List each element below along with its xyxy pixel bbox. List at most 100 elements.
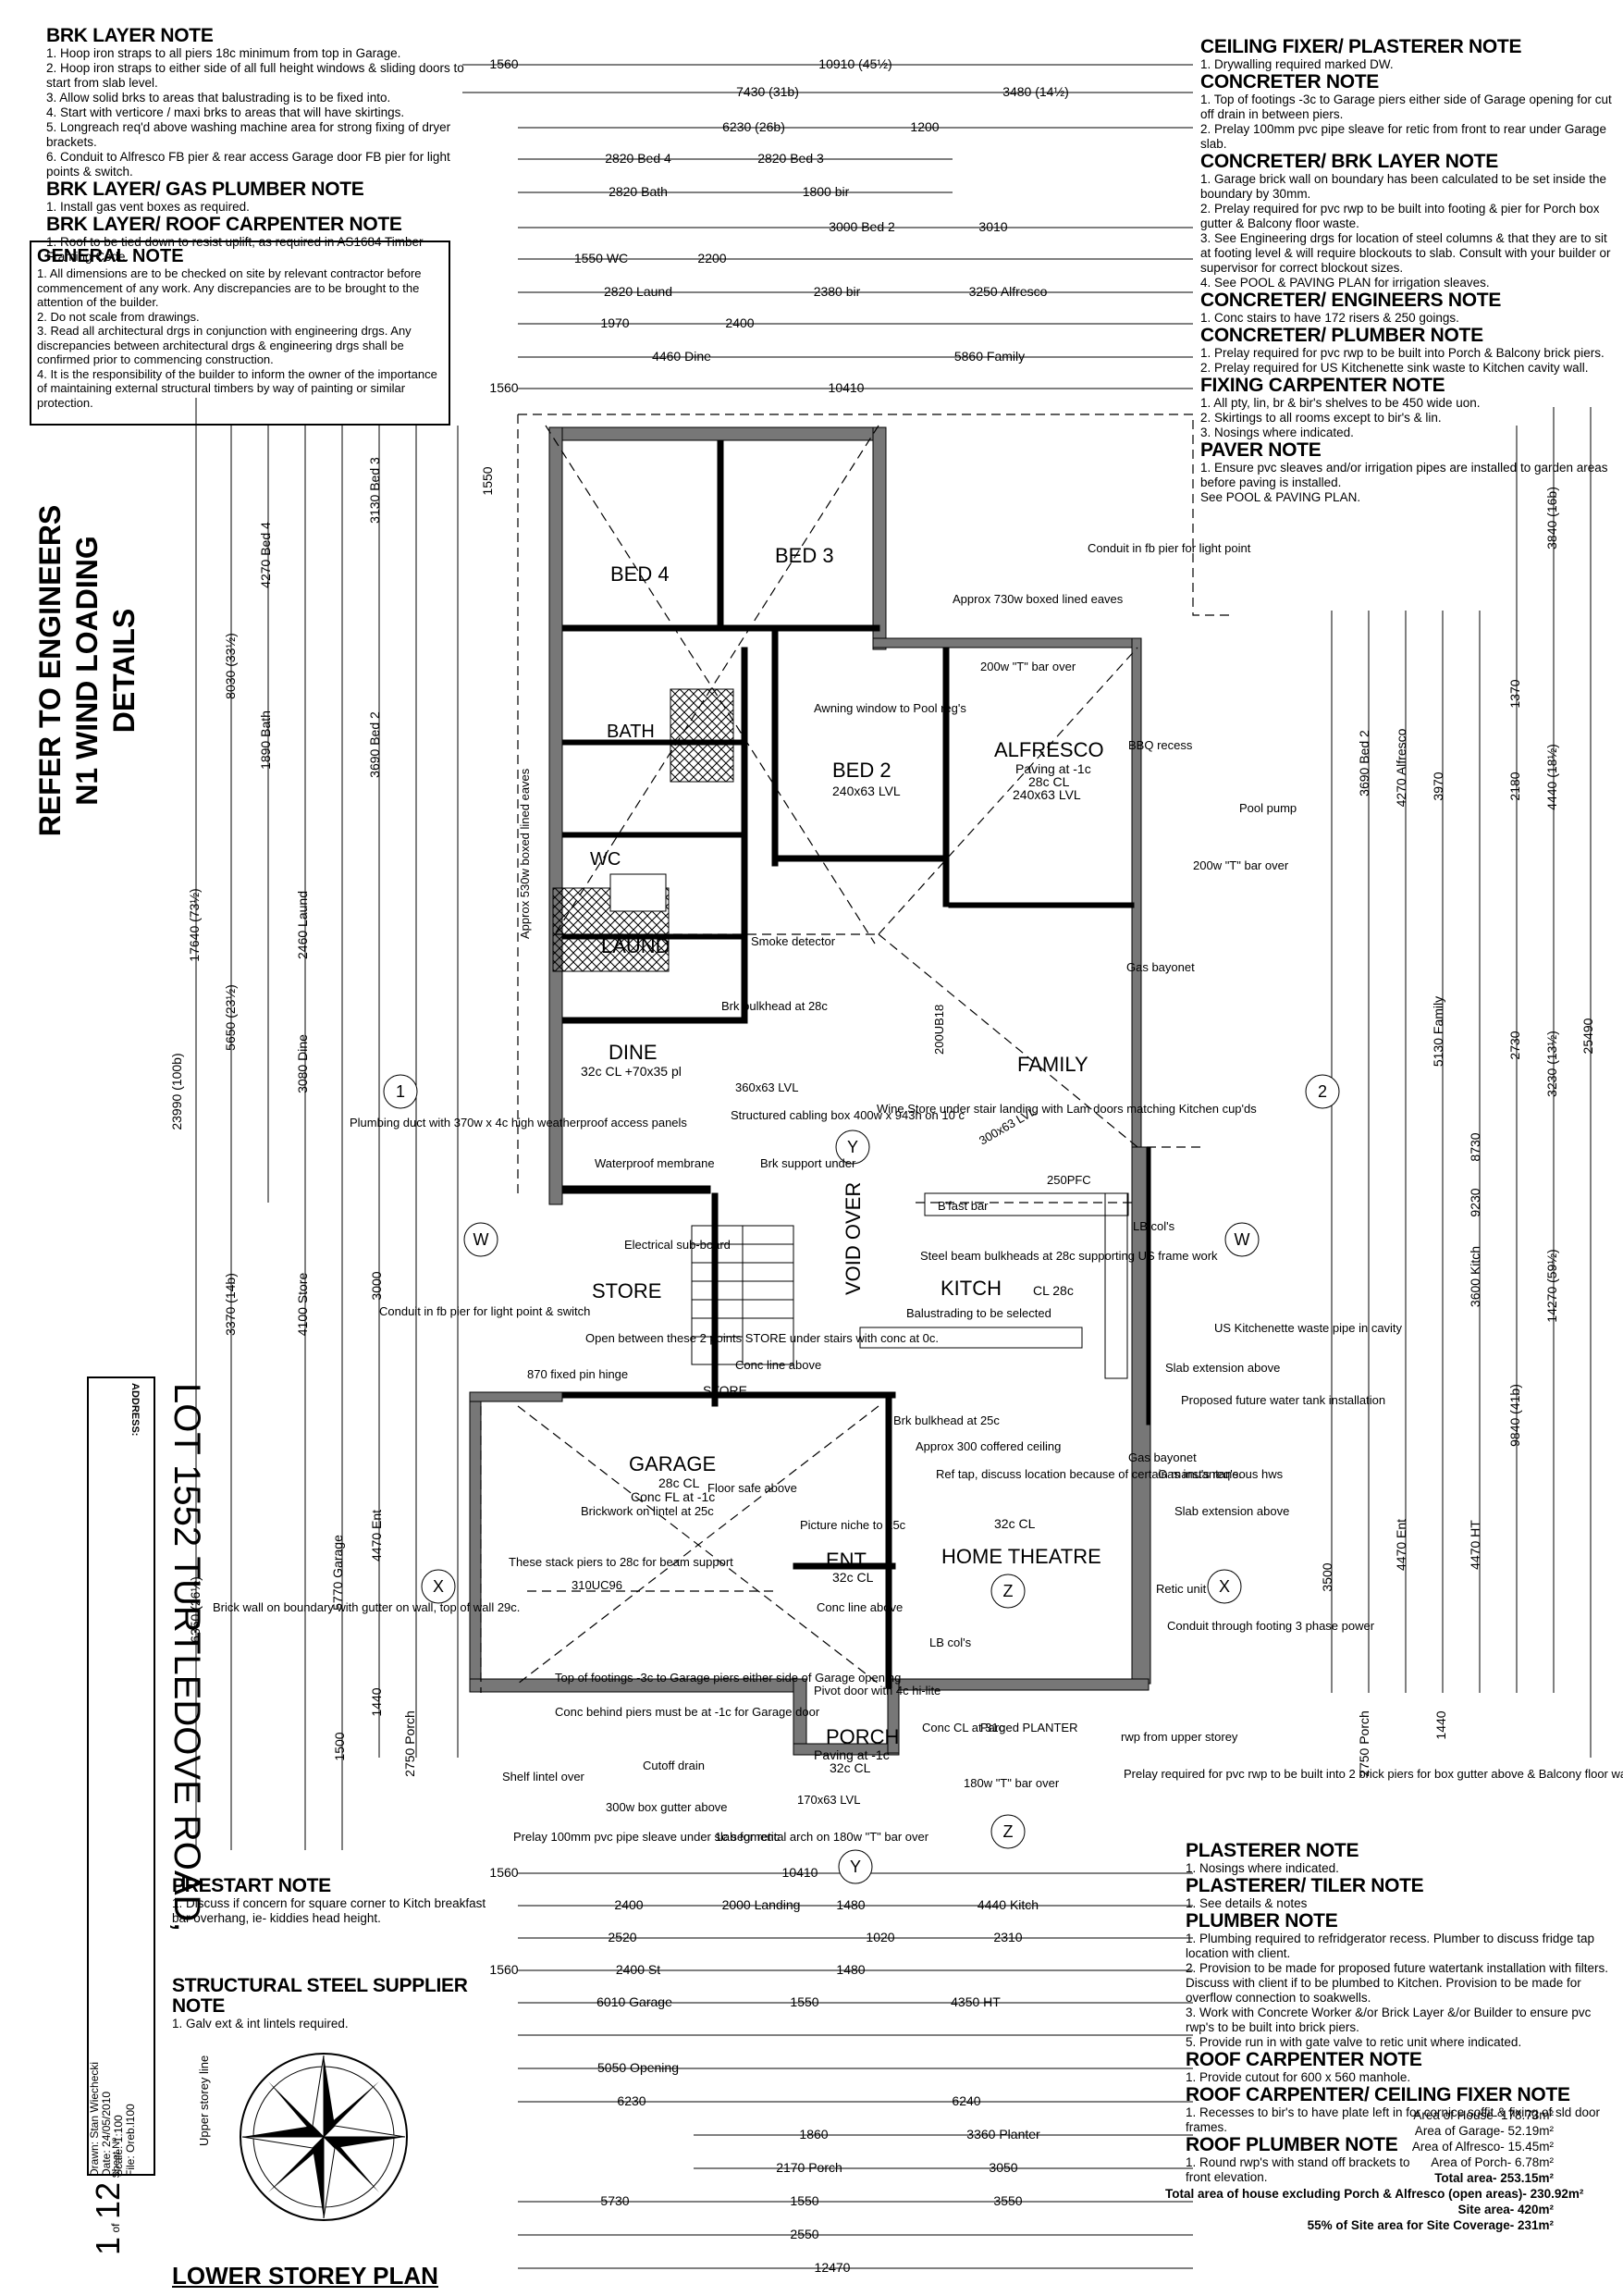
dim: 2310	[993, 1930, 1022, 1944]
label-brick-wall: Brick wall on boundary with gutter on wa…	[213, 1600, 520, 1614]
room-store: STORE	[592, 1279, 661, 1302]
dim: 4440 Kitch	[977, 1897, 1039, 1912]
marker-label: W	[473, 1230, 489, 1249]
dim: 3970	[1431, 772, 1445, 800]
dim: 3250 Alfresco	[969, 284, 1048, 299]
dim: 2750 Porch	[402, 1710, 417, 1777]
general-note-line: 1. All dimensions are to be checked on s…	[37, 266, 422, 309]
label-lb-cols2: LB col's	[1133, 1219, 1175, 1233]
dim: 4440 (18½)	[1544, 744, 1559, 810]
dim: 3360 Planter	[966, 2127, 1040, 2142]
title-block-box	[87, 1376, 155, 2176]
note-line: 2. Provision to be made for proposed fut…	[1186, 1961, 1608, 2005]
dim: 5730	[600, 2193, 629, 2208]
dim: 12470	[815, 2260, 851, 2275]
marker-w-left	[463, 1222, 498, 1257]
dim: 10410	[782, 1865, 818, 1880]
dim: 9840 (41b)	[1507, 1384, 1522, 1447]
note-line: 1. Ensure pvc sleaves and/or irrigation …	[1200, 461, 1608, 489]
dim: 6240	[952, 2093, 980, 2108]
dim: 2820 Bed 3	[757, 151, 824, 166]
void-over: VOID OVER	[842, 1182, 865, 1295]
room-home-theatre: HOME THEATRE	[941, 1545, 1101, 1568]
area-excl: Total area of house excluding Porch & Al…	[1165, 2187, 1584, 2201]
dim-lines-left	[195, 398, 459, 1850]
sheet-number: 1	[89, 2236, 127, 2255]
label-smoke: Smoke detector	[751, 934, 836, 948]
label-picture-niche: Picture niche to 25c	[800, 1518, 906, 1532]
marker-label: 2	[1318, 1082, 1327, 1101]
general-note-line: 2. Do not scale from drawings.	[37, 309, 200, 324]
note-title: FIXING CARPENTER NOTE	[1200, 375, 1445, 396]
dim: 2400	[614, 1897, 643, 1912]
address-text: LOT 1552 TURTLEDOVE ROAD,	[166, 1383, 207, 1932]
dim: 1560	[489, 380, 518, 395]
label-conc-line2: Conc line above	[735, 1358, 821, 1372]
dim: 4470 Ent	[369, 1510, 384, 1562]
note-line: 2. Prelay 100mm pvc pipe sleave for reti…	[1200, 122, 1606, 151]
note-line: See POOL & PAVING PLAN.	[1200, 490, 1361, 504]
label-ub18: 200UB18	[932, 1005, 946, 1055]
marker-y-top	[835, 1129, 870, 1165]
dim: 3500	[1320, 1562, 1334, 1591]
room-bed2: BED 2	[832, 759, 891, 782]
dim: 3000 Bed 2	[829, 219, 895, 234]
address-label: ADDRESS:	[129, 1383, 141, 1437]
label-brk-bulkhead25: Brk bulkhead at 25c	[893, 1413, 1000, 1427]
label-electrical: Electrical sub-board	[624, 1238, 731, 1252]
marker-label: X	[433, 1577, 444, 1596]
label-retic: Retic unit	[1156, 1582, 1207, 1596]
kitchen-bench	[859, 1192, 1129, 1379]
note-line: 3. Nosings where indicated.	[1200, 426, 1354, 439]
note-title: PLASTERER NOTE	[1186, 1840, 1359, 1861]
dim: 23990 (100b)	[169, 1053, 184, 1129]
section-marker-labels: 1 2 W W X X Y Y Z Z	[396, 1082, 1327, 1876]
dine-sub: 32c CL +70x35 pl	[581, 1064, 682, 1079]
room-store2: STORE	[703, 1383, 747, 1398]
dim: 1550	[790, 1994, 818, 2009]
address-block: ADDRESS: LOT 1552 TURTLEDOVE ROAD,	[129, 1383, 222, 1932]
note-line: 6. Conduit to Alfresco FB pier & rear ac…	[46, 150, 450, 179]
note-title: STRUCTURAL STEEL SUPPLIER NOTE	[172, 1975, 468, 2017]
label-gas-bayonet: Gas bayonet	[1128, 1450, 1197, 1464]
engineers-title: REFER TO ENGINEERS N1 WIND LOADING DETAI…	[33, 458, 141, 846]
dim: 2820 Bath	[609, 184, 668, 199]
dim: 3000	[369, 1271, 384, 1300]
marker-w-right	[1224, 1222, 1260, 1257]
label-awning: Awning window to Pool reg's	[814, 701, 966, 715]
label-eaves730: Approx 730w boxed lined eaves	[953, 592, 1124, 606]
marker-z-bottom	[990, 1814, 1026, 1849]
marker-2	[1305, 1074, 1340, 1109]
dim: 1800 bir	[803, 184, 850, 199]
dim: 1440	[369, 1687, 384, 1716]
notes-right: CEILING FIXER/ PLASTERER NOTE 1. Drywall…	[1200, 37, 1612, 505]
general-note-box: GENERAL NOTE 1. All dimensions are to be…	[30, 241, 450, 426]
marker-x-right	[1207, 1569, 1242, 1604]
note-line: 1. Drywalling required marked DW.	[1200, 57, 1394, 71]
dim-text-bottom: 1560 10410 2400 2000 Landing 1480 4440 K…	[489, 1865, 1040, 2275]
label-eaves530: Approx 530w boxed lined eaves	[518, 768, 532, 939]
label-t-bar-200: 200w "T" bar over	[980, 660, 1076, 673]
note-line: 2. Hoop iron straps to either side of al…	[46, 61, 464, 90]
note-line: 1. Plumbing required to refridgerator re…	[1186, 1932, 1594, 1960]
dim: 1560	[489, 1962, 518, 1977]
marker-label: Y	[850, 1858, 861, 1876]
marker-label: X	[1219, 1577, 1230, 1596]
area-total: Total area- 253.15m²	[1434, 2171, 1554, 2185]
label-cutoff: Cutoff drain	[643, 1759, 705, 1772]
dim: 1860	[799, 2127, 828, 2142]
room-dine: DINE	[609, 1041, 658, 1064]
note-line: 1. Conc stairs to have 172 risers & 250 …	[1200, 311, 1459, 325]
label-lb-cols: LB col's	[929, 1636, 972, 1649]
room-garage: GARAGE	[629, 1452, 716, 1475]
wet-areas-hatch	[552, 688, 734, 972]
dim: 3080 Dine	[295, 1034, 310, 1093]
note-line: 1. Recesses to bir's to have plate left …	[1186, 2105, 1601, 2134]
sheet-label: Sheet Nº	[111, 2137, 122, 2179]
dim: 1370	[1507, 679, 1522, 708]
dim: 10910 (45½)	[818, 56, 891, 71]
marker-label: W	[1235, 1230, 1250, 1249]
dim-lines-right	[1331, 407, 1592, 1758]
dim: 4100 Store	[295, 1273, 310, 1337]
bed2-sub: 240x63 LVL	[832, 784, 901, 798]
